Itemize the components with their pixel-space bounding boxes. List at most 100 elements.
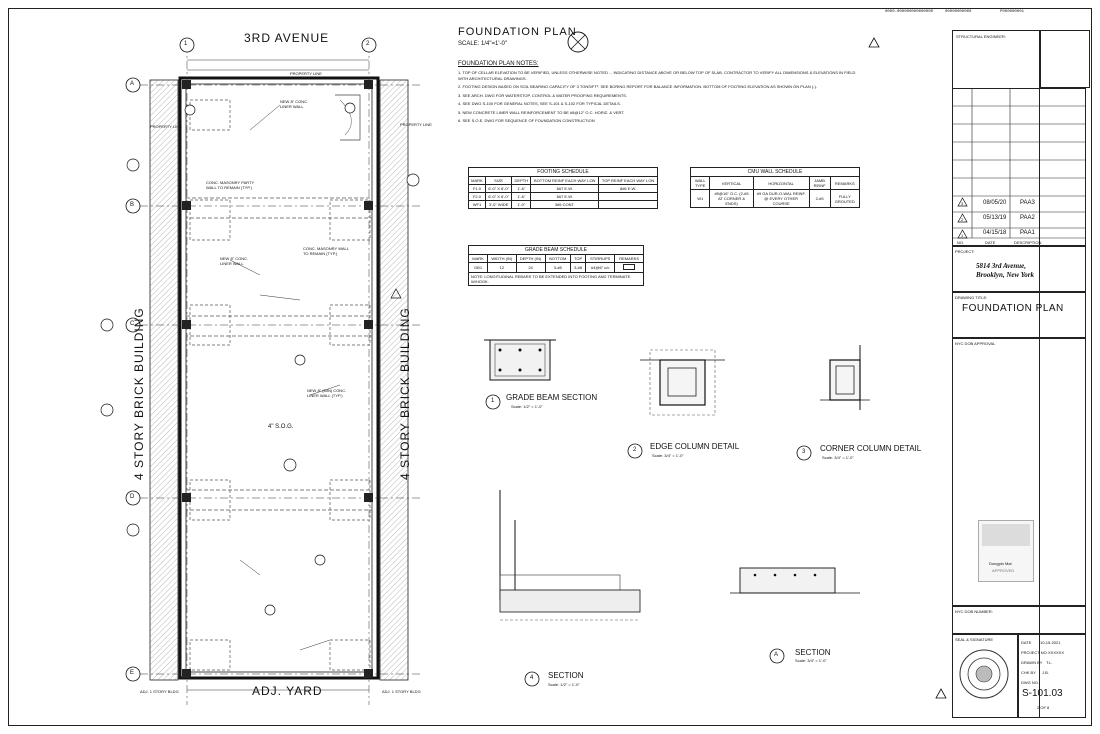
schedule-header: MARK <box>467 254 489 263</box>
detail-label: EDGE COLUMN DETAIL <box>650 442 740 451</box>
schedule-header: STIRRUPS <box>585 254 616 263</box>
table-cell <box>598 192 658 201</box>
date-label: DATE <box>1021 640 1032 645</box>
detail-scale: Scale: 3/4" = 1'-0" <box>795 658 827 663</box>
table-cell: 8#7 E.W. <box>530 192 600 201</box>
table-cell: 12 <box>487 262 517 273</box>
rev-header: DATE <box>985 240 996 245</box>
table-row: W1 #5@16" O.C. (2-#5 AT CORNER & ENDS) #… <box>689 189 861 208</box>
revision-triangle-icon <box>957 197 968 207</box>
table-cell: 1'-0" <box>511 200 532 209</box>
revision-date: 05/13/19 <box>983 215 1007 221</box>
seal-cell <box>952 634 1018 718</box>
table-cell: W1 <box>689 189 711 208</box>
schedule-title: GRADE BEAM SCHEDULE <box>468 245 644 255</box>
schedule-header: BOTTOM REINF EACH WAY LON <box>530 176 600 185</box>
dob-number-cell <box>952 606 1086 634</box>
table-cell: #9 GA DUR-O-WAL REINF. @ EVERY OTHER COU… <box>752 189 810 208</box>
revision-desc: PAA2 <box>1020 215 1035 221</box>
dob-approval-label: NYC DOB APPROVAL <box>955 341 996 346</box>
revision-date: 04/15/18 <box>983 230 1007 236</box>
schedule-header: WIDTH (IN) <box>487 254 517 263</box>
title-block-drawing-title: FOUNDATION PLAN <box>962 303 1064 314</box>
notes-list: 1. TOP OF CELLAR ELEVATION TO BE VERIFIE… <box>458 70 858 127</box>
foundation-plan-drawing <box>100 37 420 705</box>
revision-number: 1 <box>961 233 964 238</box>
approval-stamp: Dongpin Mai APPROVED <box>978 520 1034 582</box>
schedule-header: TOP REINF EACH WAY LON <box>598 176 658 185</box>
table-cell: 3#5 CONT. <box>530 200 600 209</box>
chk-value: J.B. <box>1042 670 1049 675</box>
seal-label: SEAL & SIGNATURE <box>955 637 994 642</box>
dwg-info-cell <box>1018 634 1086 718</box>
notes-heading: FOUNDATION PLAN NOTES: <box>458 61 539 67</box>
table-row: F2.0 6'-0" X 6'-0" 1'-6" 8#7 E.W. <box>468 192 658 201</box>
table-cell: 8#6 E.W. <box>598 184 658 193</box>
table-cell: 1'-6" <box>511 192 532 201</box>
schedule-header: DEPTH (IN) <box>515 254 546 263</box>
plan-note: NEW 8" CONC. LINER WALL <box>220 256 249 266</box>
header-code: 00000000000 <box>945 10 972 14</box>
revision-triangle-icon <box>957 229 968 239</box>
schedule-title: CMU WALL SCHEDULE <box>690 167 860 177</box>
project-no-value: XXXXXX <box>1048 650 1065 655</box>
note-item: 3. SEE ARCH. DWG FOR WATERSTOP, CONTROL … <box>458 92 628 98</box>
revision-number: 3 <box>961 201 964 206</box>
plan-note: ADJ. 1 STORY BLDG <box>382 689 421 694</box>
detail-number: 4 <box>530 675 534 681</box>
schedule-title: FOOTING SCHEDULE <box>468 167 658 177</box>
table-cell: 3-#8 <box>569 262 587 273</box>
revision-triangle-icon <box>935 688 947 699</box>
table-cell: #5@16" O.C. (2-#5 AT CORNER & ENDS) <box>709 189 754 208</box>
plan-note: CONC. MASONRY PARTY WALL TO REMAIN (TYP.… <box>206 180 255 190</box>
detail-scale: Scale: 3/4" = 1'-0" <box>652 453 684 458</box>
street-bottom-label: ADJ. YARD <box>252 684 323 698</box>
revision-grid <box>952 88 1086 239</box>
grid-label: B <box>130 202 135 208</box>
property-line-label: PROPERTY LINE <box>400 122 432 127</box>
table-cell: GB1 <box>467 262 489 273</box>
drawn-value: T.L. <box>1046 660 1053 665</box>
table-cell <box>614 262 644 273</box>
revision-triangle-icon <box>957 213 968 223</box>
detail-label: GRADE BEAM SECTION <box>506 393 598 402</box>
table-cell: #4@6" c/c <box>585 262 616 273</box>
plan-note: NEW 8" (MIN) CONC. LINER WALL (TYP.) <box>307 388 347 398</box>
drawing-title-cell <box>952 292 1086 338</box>
date-value: 10-15-2021 <box>1040 640 1061 645</box>
title-block-cell <box>1040 30 1090 88</box>
table-cell: 2-#5 <box>808 189 831 208</box>
detail-scale: Scale: 1/2" = 1'-0" <box>511 404 543 409</box>
grid-label: 2 <box>366 41 370 47</box>
remarks-symbol <box>623 264 636 270</box>
revision-desc: PAA1 <box>1020 230 1035 236</box>
schedule-header: BOTTOM <box>544 254 572 263</box>
detail-scale: Scale: 1/2" = 1'-0" <box>548 682 580 687</box>
cmu-wall-schedule: CMU WALL SCHEDULE WALL TYPE VERTICAL HOR… <box>689 167 861 208</box>
table-cell: 8#7 E.W. <box>530 184 600 193</box>
grid-label: 1 <box>184 41 188 47</box>
table-row: F1.0 6'-0" X 6'-0" 1'-6" 8#7 E.W. 8#6 E.… <box>468 184 658 193</box>
detail-label: SECTION <box>548 671 584 680</box>
schedule-header: WALL TYPE <box>689 176 711 190</box>
table-row: WF1 3'-0" WIDE 1'-0" 3#5 CONT. <box>468 200 658 209</box>
revision-number: 2 <box>961 217 964 222</box>
table-cell: 6'-0" X 6'-0" <box>484 192 513 201</box>
structural-engineer-label: STRUCTURAL ENGINEER: <box>956 34 1006 39</box>
project-cell <box>952 246 1086 292</box>
project-address: 5814 3rd Avenue, <box>976 262 1026 270</box>
table-cell: 3-#8 <box>544 262 572 273</box>
note-item: 6. SEE S.O.E. DWG FOR SEQUENCE OF FOUNDA… <box>458 118 595 123</box>
side-left-label: 4 STORY BRICK BUILDING <box>132 307 146 480</box>
plan-note: NEW 8" CONC. LINER WALL <box>280 99 309 109</box>
detail-label: CORNER COLUMN DETAIL <box>820 444 922 453</box>
nyc-logo-icon <box>982 524 1030 546</box>
dob-approval-cell <box>952 338 1086 606</box>
table-cell <box>598 200 658 209</box>
street-top-label: 3RD AVENUE <box>244 31 330 45</box>
schedule-header: HORIZONTAL <box>752 176 810 190</box>
table-row: GB1 12 24 3-#8 3-#8 #4@6" c/c <box>467 262 644 273</box>
drawing-title-label: DRAWING TITLE: <box>955 295 988 300</box>
drawn-label: DRAWN BY <box>1021 660 1043 665</box>
